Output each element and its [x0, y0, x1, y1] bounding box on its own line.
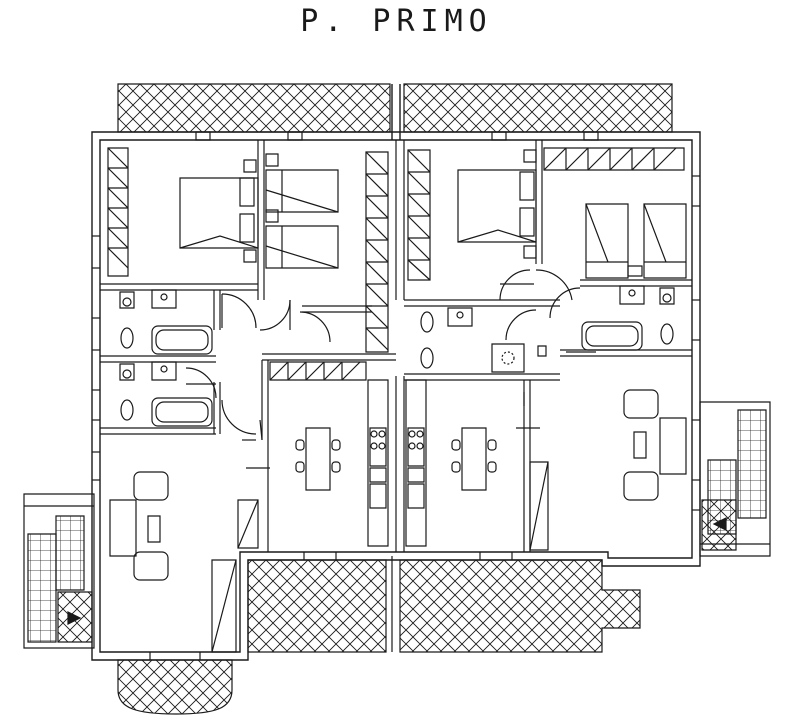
exterior-walls [92, 84, 700, 660]
bathroom-1-fixtures [120, 290, 212, 354]
kitchen-counter-right [406, 380, 426, 546]
wall-ticks [92, 176, 700, 660]
staircase-right [700, 402, 770, 556]
bathroom-4-fixtures [582, 286, 674, 350]
wardrobe-left-bed2 [366, 152, 388, 352]
bathroom-2-fixtures [120, 362, 212, 426]
double-bed-left [180, 160, 258, 262]
terrace-top-right [404, 84, 672, 132]
terrace-bottom [248, 556, 640, 652]
living-room-left [110, 472, 168, 580]
door-swings [186, 270, 596, 468]
twin-beds-right [586, 204, 686, 278]
dining-table-right [452, 428, 496, 490]
glazed-panels [212, 462, 548, 652]
wall-columns [196, 132, 598, 140]
staircase-left [24, 494, 94, 648]
floor-title: P. PRIMO [300, 4, 493, 39]
wardrobe-right-bed1 [408, 150, 430, 280]
balcony-bottom-left [118, 660, 232, 714]
double-bed-right [458, 150, 536, 258]
bathroom-3-fixtures [421, 308, 546, 372]
dining-table-left [296, 428, 340, 490]
wardrobe-left-bed1 [108, 148, 128, 276]
terrace-top-left [118, 84, 390, 132]
wardrobe-right-bed2 [544, 148, 684, 170]
living-room-right [624, 390, 686, 500]
twin-bed-left-b [266, 210, 338, 268]
kitchen-counter-left [368, 380, 388, 546]
twin-bed-left-a [266, 154, 338, 212]
kitchen-cabinets-top [270, 362, 366, 380]
